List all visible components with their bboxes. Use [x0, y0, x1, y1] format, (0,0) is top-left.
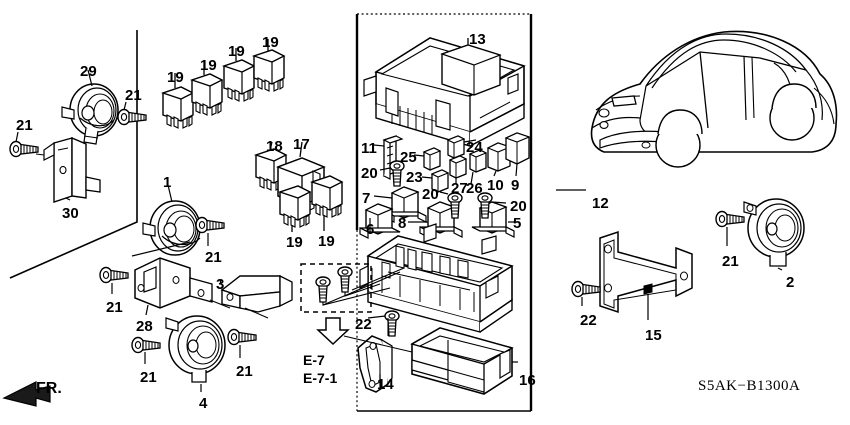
horn-bracket-30 [43, 136, 101, 203]
bolt-22-center [384, 310, 400, 337]
relay-callout-18: 18 [266, 138, 283, 155]
fuse-27 [448, 155, 468, 179]
bolt-e7-b [337, 266, 353, 293]
cross-ref-e7[interactable]: E-7 [303, 352, 325, 368]
bolt-21-horn4b [227, 328, 257, 346]
fuse-23 [430, 169, 450, 193]
assembly-callout-12: 12 [592, 195, 609, 212]
bolt-callout-20c: 20 [510, 198, 527, 215]
fuse-9 [504, 132, 531, 165]
relay-19-e [279, 185, 311, 228]
fr-arrow-icon [2, 381, 51, 407]
relay-19-c [223, 59, 255, 102]
fuse-callout-26: 26 [466, 180, 483, 197]
horn-stay-callout-28: 28 [136, 318, 153, 335]
relay-callout-19b: 19 [200, 57, 217, 74]
relay-19-a [162, 86, 194, 129]
bracket-callout-3: 3 [216, 276, 225, 293]
relay-callout-19e: 19 [286, 234, 303, 251]
fuse-10 [486, 142, 512, 172]
fuse-box-body [359, 223, 514, 333]
fuse-callout-10: 10 [487, 177, 504, 194]
bolt-callout-21g: 21 [722, 253, 739, 270]
fuse-callout-9: 9 [511, 177, 520, 194]
horn-bracket-callout-15: 15 [645, 327, 662, 344]
bolt-callout-21e: 21 [140, 369, 157, 386]
bolt-callout-21d: 21 [106, 299, 123, 316]
bolt-22-right [571, 280, 601, 298]
fuse-callout-11: 11 [361, 140, 377, 157]
relay-callout-19c: 19 [228, 43, 245, 60]
bolt-callout-21c: 21 [205, 249, 222, 266]
bracket-callout-14: 14 [377, 376, 394, 393]
e7-arrow [316, 317, 350, 346]
relay-5 [471, 201, 515, 238]
cross-ref-e7-1[interactable]: E-7-1 [303, 370, 338, 386]
relay-callout-6: 6 [366, 221, 375, 238]
horn-4 [165, 315, 226, 383]
lower-cover-callout-16: 16 [519, 372, 536, 389]
relay-callout-7: 7 [362, 190, 371, 207]
bolt-callout-22b: 22 [580, 312, 597, 329]
bolt-21-top [117, 108, 147, 126]
fuse-callout-27: 27 [451, 180, 468, 197]
horn-low-1 [142, 200, 201, 256]
bolt-callout-20a: 20 [361, 165, 378, 182]
horn-high-29 [61, 83, 119, 145]
relay-19-d [253, 49, 285, 92]
horn-low-callout-1: 1 [163, 174, 172, 191]
vehicle-illustration [590, 30, 838, 168]
upper-cover-callout-13: 13 [469, 31, 486, 48]
bolt-callout-22a: 22 [355, 316, 372, 333]
fuse-26 [468, 149, 488, 173]
lower-cover-16 [410, 327, 514, 395]
horn-2 [743, 198, 805, 267]
bolt-21-horn1 [195, 216, 225, 234]
bolt-21-left [9, 140, 39, 158]
fuse-24 [446, 135, 466, 159]
fuse-callout-25: 25 [400, 149, 417, 166]
upper-cover-13 [363, 37, 526, 147]
bracket-3 [220, 274, 293, 313]
horn-callout-4: 4 [199, 395, 208, 412]
relay-19-f [311, 175, 343, 218]
relay-callout-19d: 19 [262, 34, 279, 51]
horn-bracket-callout-30: 30 [62, 205, 79, 222]
bolt-callout-21b: 21 [16, 117, 33, 134]
bolt-21-right [715, 210, 745, 228]
bolt-e7-a [315, 276, 331, 303]
fuse-callout-23: 23 [406, 169, 423, 186]
fuse-callout-24: 24 [466, 139, 483, 156]
part-number-label: S5AK−B1300A [698, 378, 801, 394]
fuse-25 [422, 147, 442, 171]
horn-bracket-15 [599, 230, 693, 314]
relay-callout-19a: 19 [167, 69, 184, 86]
relay-callout-19f: 19 [318, 233, 335, 250]
bolt-callout-20b: 20 [422, 186, 439, 203]
bolt-callout-21f: 21 [236, 363, 253, 380]
bolt-callout-21a: 21 [125, 87, 142, 104]
horn-stay-28 [134, 257, 213, 309]
bolt-21-horn4a [131, 336, 161, 354]
bolt-21-stay28 [99, 266, 129, 284]
front-direction-label: FR. [36, 380, 62, 397]
relay-19-b [191, 73, 223, 116]
relay-callout-8: 8 [398, 215, 407, 232]
horn-callout-2: 2 [786, 274, 795, 291]
e7-dashed-box [300, 263, 372, 313]
relay-callout-17: 17 [293, 136, 310, 153]
horn-high-callout: 29 [80, 63, 97, 80]
relay-callout-5: 5 [513, 215, 522, 232]
